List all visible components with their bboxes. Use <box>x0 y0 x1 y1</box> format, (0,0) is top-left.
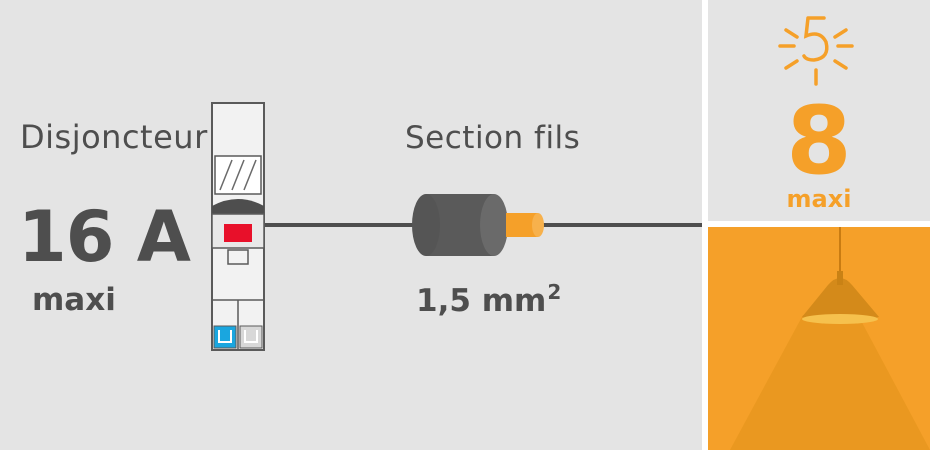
wire-unit-exponent: 2 <box>547 280 562 304</box>
breaker-value: 16 A <box>18 196 191 278</box>
breaker-label: Disjoncteur <box>20 118 208 156</box>
breaker-max-label: maxi <box>32 282 116 318</box>
pendant-lamp-icon <box>730 227 930 450</box>
wire-value-number: 1,5 mm <box>416 283 547 319</box>
circuit-breaker-icon <box>211 102 265 351</box>
bulb-rays-icon <box>778 16 854 86</box>
lamp-illustration-panel <box>708 227 930 450</box>
lamp-count: 8 <box>786 87 852 196</box>
wire-value: 1,5 mm2 <box>416 280 561 319</box>
lamp-max-label: maxi <box>786 185 852 213</box>
wire-label: Section fils <box>405 120 581 156</box>
wire-cable-icon <box>412 194 544 256</box>
